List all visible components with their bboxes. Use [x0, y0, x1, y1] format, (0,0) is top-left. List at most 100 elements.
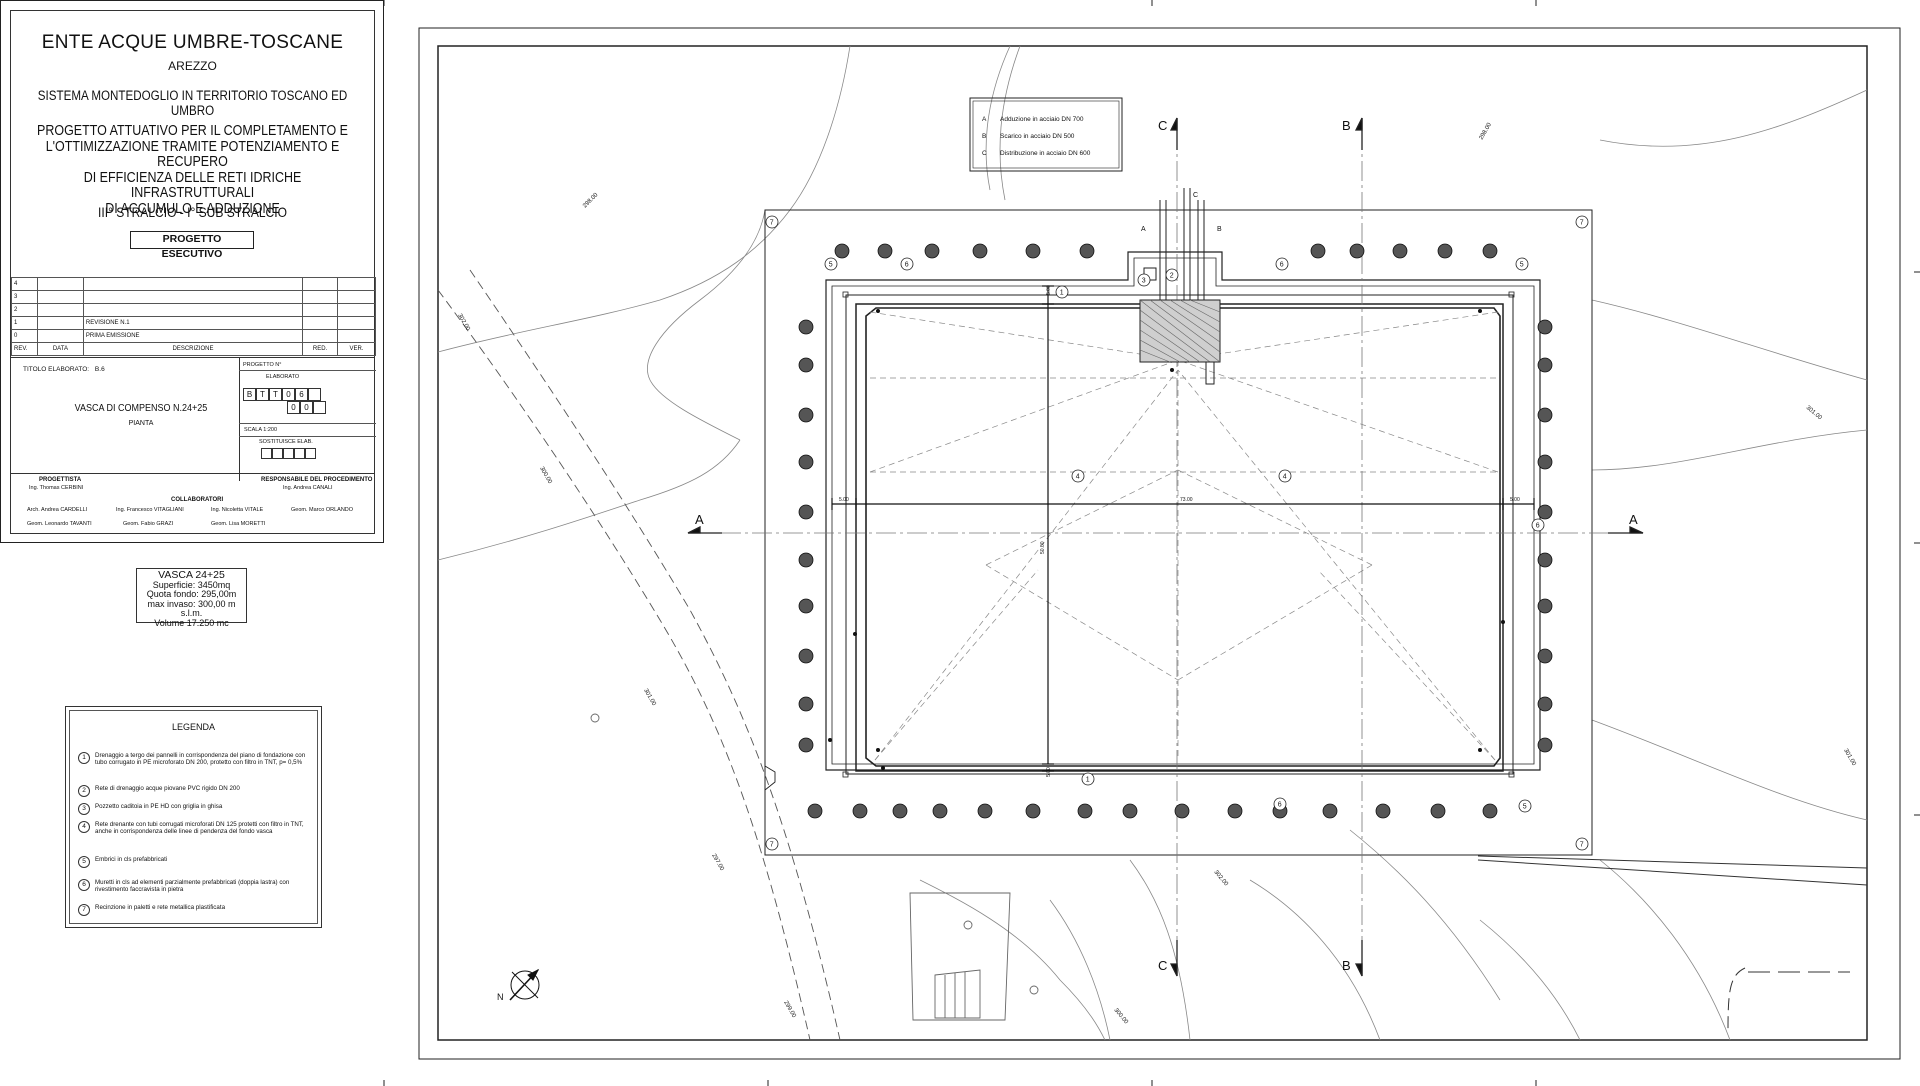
callout-marker: 6: [1273, 797, 1287, 811]
responsabile-label: RESPONSABILE DEL PROCEDIMENTO: [261, 477, 373, 483]
rev-desc: REVISIONE N.1: [82, 316, 304, 330]
organization-name: ENTE ACQUE UMBRE-TOSCANE: [41, 32, 344, 53]
revision-header-row: REV. DATA DESCRIZIONE RED. VER.: [11, 342, 376, 356]
basin-info-line: Volume 17.250 mc: [154, 617, 229, 628]
tree-symbol: [1537, 454, 1553, 470]
svg-text:7: 7: [1580, 842, 1584, 849]
divider: [239, 357, 240, 481]
collaboratore: Arch. Andrea CARDELLI: [27, 507, 88, 513]
section-letter-c-bottom: C: [1158, 958, 1167, 973]
pipe-legend-key-c: C: [982, 150, 987, 157]
pipe-legend-b-text: Scarico in acciaio DN 500: [1000, 133, 1075, 140]
revision-row: 4: [11, 277, 376, 291]
pipe-tag-c: C: [1193, 192, 1198, 199]
pipe-legend-a: A: [982, 116, 987, 123]
elevation-point: [1478, 748, 1482, 752]
tree-symbol: [972, 243, 988, 259]
tree-symbol: [1430, 803, 1446, 819]
road: [437, 269, 841, 1041]
tree-symbol: [798, 648, 814, 664]
svg-text:7: 7: [770, 842, 774, 849]
organization-city: AREZZO: [168, 59, 217, 73]
section-letter-a-right: A: [1629, 512, 1638, 527]
svg-text:3: 3: [1142, 278, 1146, 285]
svg-text:5: 5: [829, 262, 833, 269]
progettista-name: Ing. Thomas CERBINI: [29, 485, 84, 491]
terrain-contours: [437, 45, 1868, 1041]
inner-sheet-frame: [437, 45, 1868, 1041]
tree-symbol: [1537, 407, 1553, 423]
basin-info-line: Quota fondo: 295,00m: [146, 589, 237, 599]
elevation-point: [1478, 309, 1482, 313]
section-letter-a-left: A: [695, 512, 704, 527]
section-letter-c-top: C: [1158, 118, 1167, 133]
tree-symbol: [932, 803, 948, 819]
svg-text:5: 5: [1520, 262, 1524, 269]
project-phase-badge: PROGETTO ESECUTIVO: [130, 231, 254, 260]
contour-label-11: 300.00: [1112, 1007, 1129, 1025]
title-block: ENTE ACQUE UMBRE-TOSCANE AREZZO SISTEMA …: [0, 0, 384, 543]
tree-symbol: [798, 454, 814, 470]
titolo-label-text: TITOLO ELABORATO:: [23, 366, 90, 373]
legend-text: Embrici in cls prefabbricati: [95, 856, 168, 863]
basin-info-box: VASCA 24+25 Superficie: 3450mq Quota fon…: [136, 568, 247, 627]
north-label: N: [497, 992, 504, 1002]
collaboratore: Geom. Fabio GRAZI: [123, 521, 174, 527]
callout-marker: 6: [900, 257, 914, 271]
callout-marker: 5: [1515, 257, 1529, 271]
contour-label-9: 301.00: [1842, 748, 1857, 767]
legend-number: 3: [78, 803, 90, 815]
code-box: B: [243, 388, 256, 401]
callout-marker: 4: [1278, 469, 1292, 483]
tree-symbol: [1174, 803, 1190, 819]
collaboratore: Geom. Lisa MORETTI: [211, 521, 266, 527]
tree-symbol: [1025, 803, 1041, 819]
callout-marker: 6: [1531, 518, 1545, 532]
rev-header-data: DATA: [36, 342, 84, 356]
code-box: T: [256, 388, 269, 401]
rev-num: 3: [11, 290, 38, 304]
basin-info-line: max invaso: 300,00 m s.l.m.: [147, 598, 236, 618]
tree-symbol: [798, 357, 814, 373]
tree-symbol: [798, 696, 814, 712]
callout-marker: 3: [1137, 273, 1151, 287]
legend-number: 6: [78, 879, 90, 891]
section-letter-b-top: B: [1342, 118, 1351, 133]
outer-sheet-frame: [418, 27, 1901, 1060]
code-box: 0: [300, 401, 313, 414]
svg-text:7: 7: [770, 220, 774, 227]
tree-symbol: [798, 552, 814, 568]
pipe-legend-frame: [969, 97, 1123, 172]
progettista-label: PROGETTISTA: [39, 477, 82, 483]
sostituisce-label: SOSTITUISCE ELAB.: [259, 439, 313, 445]
elevation-point: [853, 632, 857, 636]
bottom-plot: [590, 713, 1039, 1021]
contour-label-6: 298.00: [582, 192, 600, 210]
svg-text:1: 1: [1060, 290, 1064, 297]
divider: [239, 423, 376, 424]
tree-symbol: [1310, 243, 1326, 259]
sheet-ticks: [383, 0, 1920, 1086]
rev-header-red: RED.: [302, 342, 339, 356]
divider: [239, 436, 376, 437]
legend-number: 2: [78, 785, 90, 797]
tree-symbol: [798, 504, 814, 520]
code-box: [313, 401, 326, 414]
svg-text:6: 6: [1536, 523, 1540, 530]
callout-marker: 5: [824, 257, 838, 271]
contour-label-8: 301.00: [1805, 405, 1823, 422]
callout-marker: 1: [1055, 285, 1069, 299]
rev-num: 0: [11, 329, 38, 343]
legend-text: Rete di drenaggio acque piovane PVC rigi…: [95, 785, 240, 792]
svg-text:6: 6: [1280, 262, 1284, 269]
titolo-code: B.6: [94, 366, 105, 373]
legend-number: 1: [78, 752, 90, 764]
tree-symbol: [1079, 243, 1095, 259]
tree-symbol: [1537, 648, 1553, 664]
tree-symbol: [1482, 803, 1498, 819]
dimension-lines: [831, 285, 1535, 772]
drawing-title: VASCA DI COMPENSO N.24+25: [74, 403, 208, 414]
svg-text:6: 6: [905, 262, 909, 269]
